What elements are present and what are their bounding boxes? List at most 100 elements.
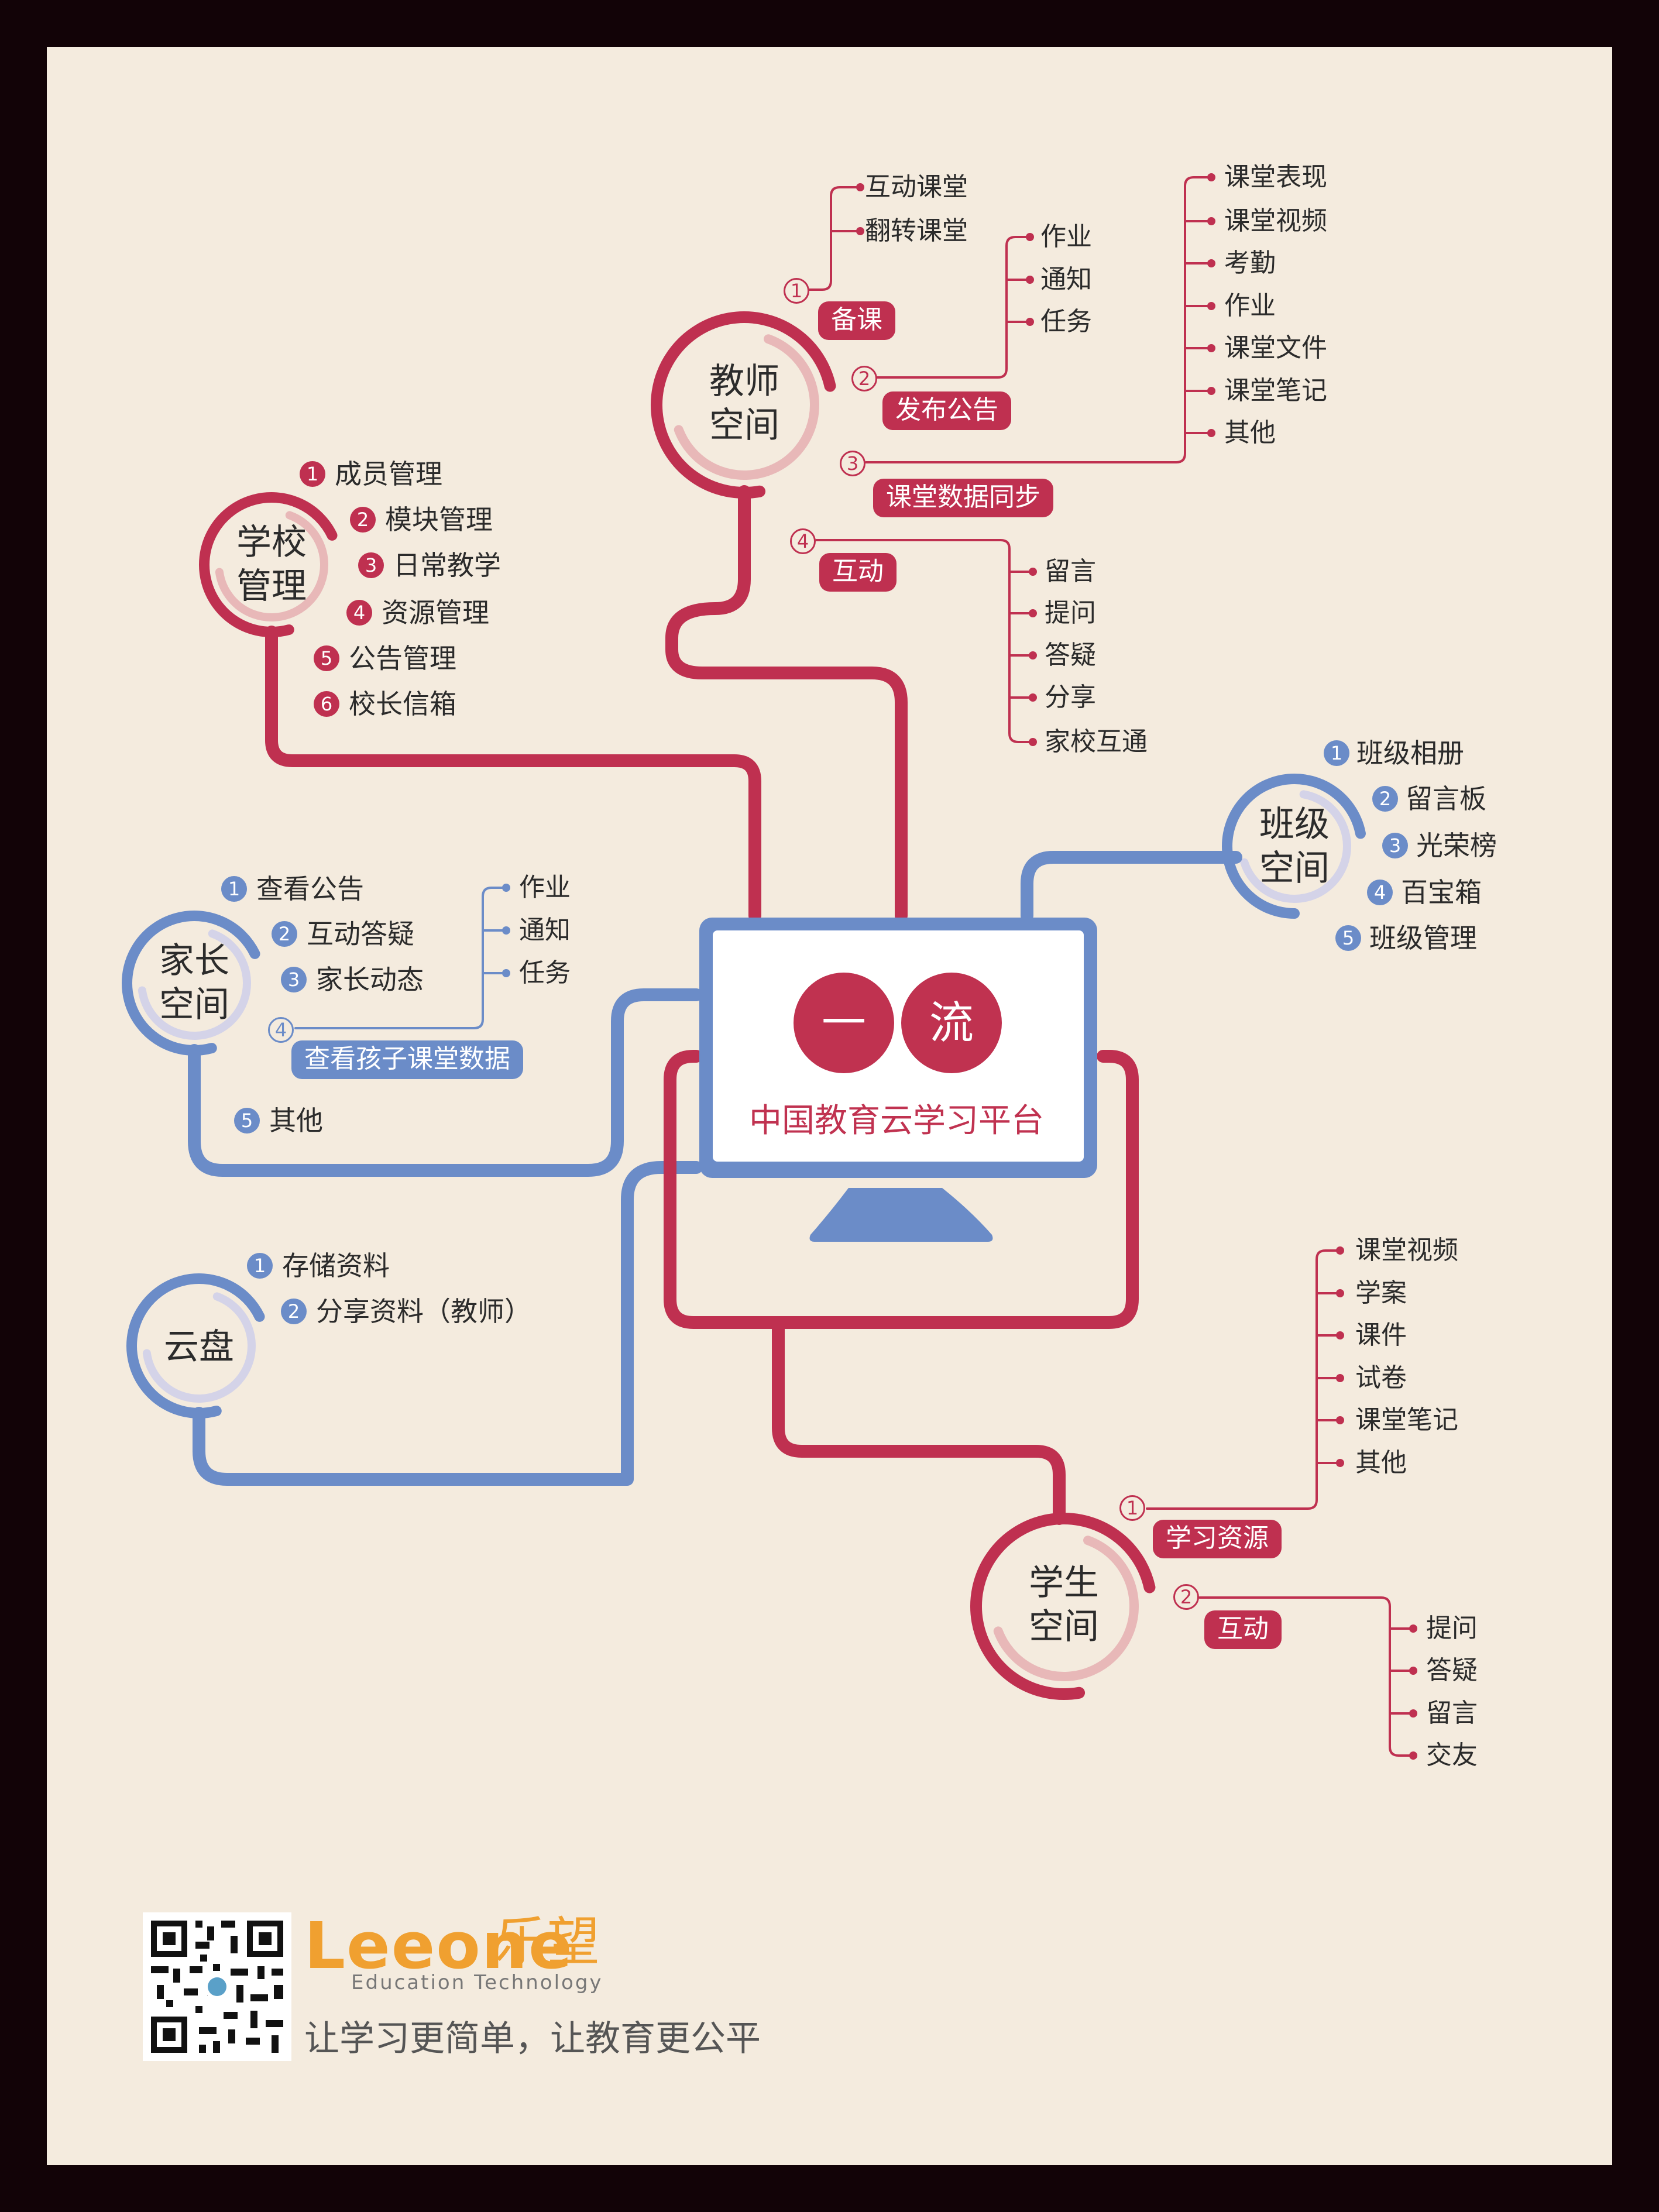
student-b2-item-1: 提问 <box>1426 1613 1478 1643</box>
teacher-hub-line2: 空间 <box>709 405 779 446</box>
student-b2-item-4: 交友 <box>1426 1740 1478 1770</box>
student-b1-item-5: 课堂笔记 <box>1355 1405 1458 1435</box>
parent-num-3: 3 <box>281 967 307 992</box>
cloud-num-1: 1 <box>247 1253 273 1279</box>
teacher-b3-num: 3 <box>840 451 865 476</box>
school-item-6[interactable]: 校长信箱 <box>349 688 456 720</box>
school-hub[interactable]: 学校 管理 <box>213 521 330 609</box>
student-b1-pill[interactable]: 学习资源 <box>1153 1520 1282 1558</box>
teacher-b3-item-1: 课堂表现 <box>1224 162 1327 192</box>
brand-subtitle: Education Technology <box>351 1971 603 1994</box>
parent-b4-item-3: 任务 <box>519 958 571 988</box>
teacher-b3-item-2: 课堂视频 <box>1224 206 1327 236</box>
cloud-item-2[interactable]: 分享资料（教师） <box>316 1296 531 1327</box>
center-char-1: 一 <box>794 973 894 1073</box>
parent-item-2[interactable]: 互动答疑 <box>307 918 414 950</box>
student-b2-item-3: 留言 <box>1426 1698 1478 1728</box>
parent-item-1[interactable]: 查看公告 <box>256 873 364 905</box>
teacher-b4-item-2: 提问 <box>1045 598 1096 628</box>
teacher-b1-pill[interactable]: 备课 <box>818 301 895 340</box>
class-num-1: 1 <box>1324 740 1349 766</box>
teacher-b3-item-5: 课堂文件 <box>1224 333 1327 363</box>
teacher-b3-item-7: 其他 <box>1224 418 1276 448</box>
parent-hub-line2: 空间 <box>159 984 229 1025</box>
slogan: 让学习更简单，让教育更公平 <box>304 2018 761 2059</box>
class-item-5[interactable]: 班级管理 <box>1369 922 1477 954</box>
school-num-4: 4 <box>346 600 372 626</box>
student-b1-item-4: 试卷 <box>1355 1363 1407 1393</box>
parent-num-2: 2 <box>272 921 297 947</box>
parent-hub-line1: 家长 <box>159 940 229 981</box>
school-item-3[interactable]: 日常教学 <box>393 549 501 581</box>
school-item-1[interactable]: 成员管理 <box>335 458 442 490</box>
student-b2-pill[interactable]: 互动 <box>1204 1610 1282 1649</box>
teacher-b1-item-2: 翻转课堂 <box>865 216 968 246</box>
class-num-5: 5 <box>1335 925 1361 951</box>
student-b1-item-6: 其他 <box>1355 1448 1407 1478</box>
school-num-6: 6 <box>314 691 339 717</box>
class-num-2: 2 <box>1372 786 1398 812</box>
parent-b4-item-1: 作业 <box>519 873 571 902</box>
school-item-4[interactable]: 资源管理 <box>382 597 489 628</box>
class-hub-line2: 空间 <box>1259 848 1330 889</box>
student-hub[interactable]: 学生 空间 <box>1005 1561 1122 1649</box>
school-item-5[interactable]: 公告管理 <box>349 643 456 674</box>
student-b1-item-1: 课堂视频 <box>1355 1235 1458 1265</box>
teacher-b4-item-3: 答疑 <box>1045 640 1096 670</box>
teacher-b2-item-1: 作业 <box>1040 222 1092 252</box>
class-num-4: 4 <box>1367 880 1393 905</box>
cloud-hub[interactable]: 云盘 <box>164 1327 234 1368</box>
school-num-2: 2 <box>350 507 376 533</box>
class-num-3: 3 <box>1382 833 1408 858</box>
class-item-2[interactable]: 留言板 <box>1406 783 1486 815</box>
class-item-4[interactable]: 百宝箱 <box>1401 877 1482 908</box>
qr-code[interactable] <box>143 1912 291 2061</box>
teacher-b2-item-2: 通知 <box>1040 265 1092 294</box>
cloud-item-1[interactable]: 存储资料 <box>282 1250 390 1282</box>
teacher-b4-item-5: 家校互通 <box>1045 727 1148 757</box>
class-item-1[interactable]: 班级相册 <box>1356 737 1464 769</box>
teacher-hub-line1: 教师 <box>709 361 779 402</box>
school-hub-line1: 学校 <box>236 522 307 563</box>
parent-item-3[interactable]: 家长动态 <box>316 964 424 995</box>
school-num-5: 5 <box>314 645 339 671</box>
teacher-b3-pill[interactable]: 课堂数据同步 <box>873 479 1053 517</box>
class-hub-line1: 班级 <box>1259 804 1330 845</box>
teacher-b2-pill[interactable]: 发布公告 <box>882 391 1011 430</box>
brand-logo-text: Leeone <box>304 1908 573 1983</box>
teacher-b3-item-4: 作业 <box>1224 291 1276 321</box>
parent-num-4: 4 <box>268 1017 294 1043</box>
school-num-1: 1 <box>300 461 325 487</box>
teacher-hub[interactable]: 教师 空间 <box>686 360 803 448</box>
qr-code-graphic <box>143 1912 291 2061</box>
student-b1-item-2: 学案 <box>1355 1278 1407 1308</box>
student-hub-line1: 学生 <box>1029 1562 1099 1603</box>
teacher-b4-item-4: 分享 <box>1045 682 1096 712</box>
teacher-b2-num: 2 <box>851 366 877 391</box>
student-hub-line2: 空间 <box>1029 1606 1099 1647</box>
platform-title: 中国教育云学习平台 <box>749 1102 1044 1140</box>
teacher-b3-item-3: 考勤 <box>1224 248 1276 278</box>
parent-b4-pill[interactable]: 查看孩子课堂数据 <box>291 1040 523 1079</box>
student-b2-num: 2 <box>1173 1584 1199 1610</box>
parent-hub[interactable]: 家长 空间 <box>136 939 253 1027</box>
teacher-b4-item-1: 留言 <box>1045 557 1096 586</box>
class-hub[interactable]: 班级 空间 <box>1236 803 1353 891</box>
cloud-num-2: 2 <box>281 1299 307 1324</box>
student-b1-item-3: 课件 <box>1355 1320 1407 1350</box>
student-b2-item-2: 答疑 <box>1426 1655 1478 1685</box>
teacher-b4-num: 4 <box>790 528 816 554</box>
teacher-b4-pill[interactable]: 互动 <box>819 553 897 592</box>
school-num-3: 3 <box>358 552 384 578</box>
teacher-b2-item-3: 任务 <box>1040 307 1092 336</box>
school-hub-line2: 管理 <box>236 566 307 607</box>
parent-num-5: 5 <box>234 1108 260 1134</box>
parent-b4-item-2: 通知 <box>519 915 571 945</box>
teacher-b3-item-6: 课堂笔记 <box>1224 376 1327 406</box>
center-char-2: 流 <box>901 973 1002 1073</box>
school-item-2[interactable]: 模块管理 <box>385 504 493 535</box>
parent-item-5[interactable]: 其他 <box>269 1105 323 1136</box>
class-item-3[interactable]: 光荣榜 <box>1416 830 1497 861</box>
parent-num-1: 1 <box>221 876 247 902</box>
